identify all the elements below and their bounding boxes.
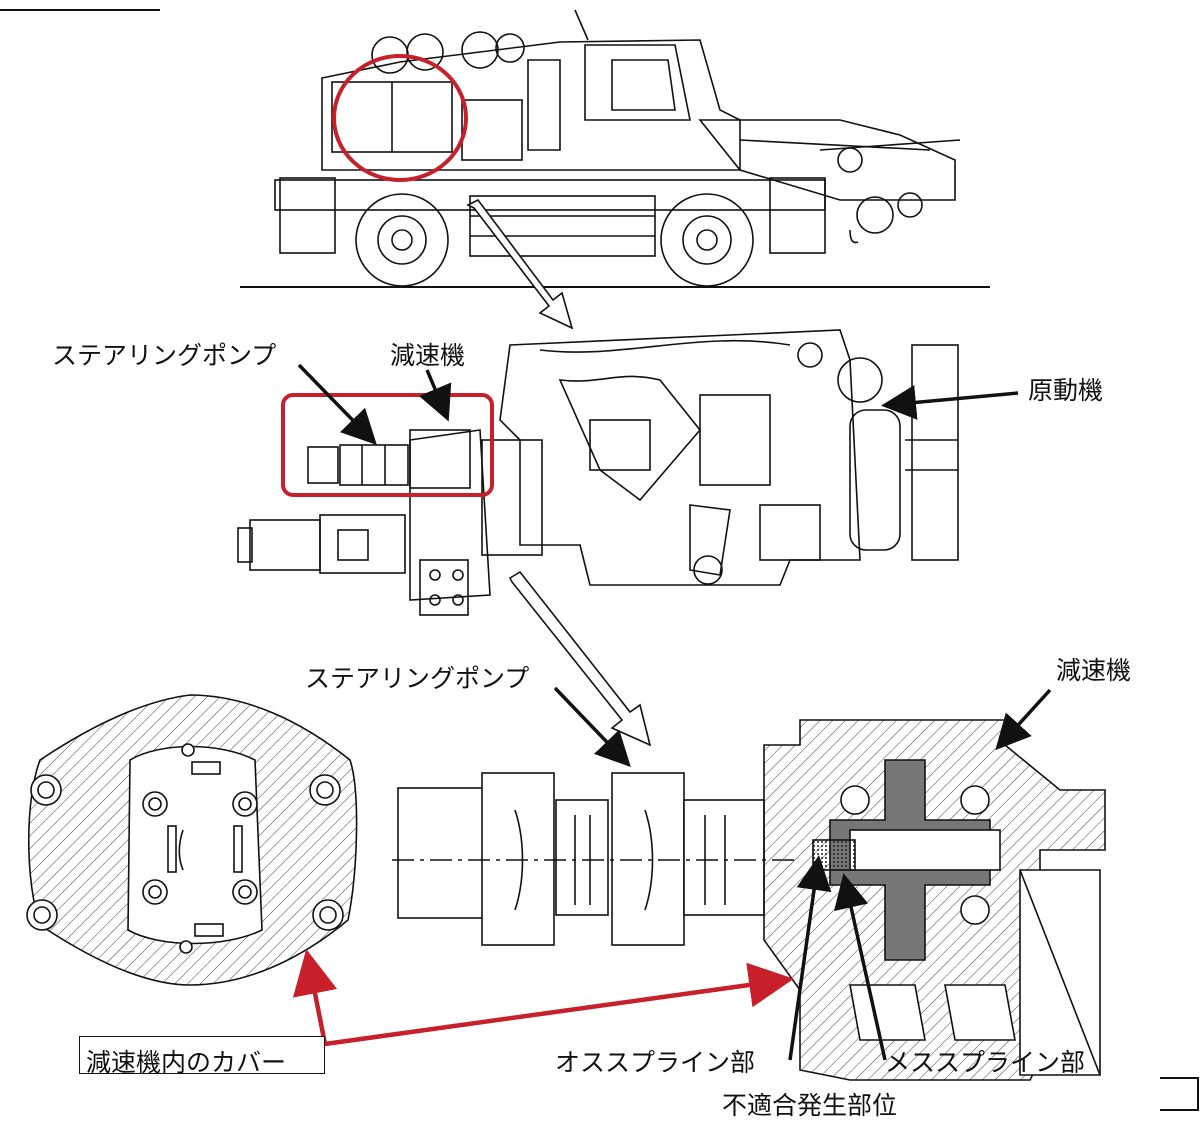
cover-section <box>26 694 358 986</box>
highlight-circle <box>332 54 468 182</box>
cover-pointer-arrows <box>292 949 794 1047</box>
crane-side-view <box>240 9 990 288</box>
label-reducer-top: 減速機 <box>390 341 466 370</box>
label-reducer-bottom: 減速機 <box>1056 656 1132 685</box>
label-steering-pump-bottom: ステアリングポンプ <box>305 664 530 693</box>
label-defect-location: 不適合発生部位 <box>722 1091 898 1120</box>
label-steering-pump-top: ステアリングポンプ <box>52 341 277 370</box>
hollow-arrow-lower <box>508 570 652 747</box>
crop-marks <box>0 9 1199 1111</box>
label-male-spline: オススプライン部 <box>555 1048 756 1077</box>
engine-assembly <box>237 329 959 616</box>
label-prime-mover: 原動機 <box>1028 376 1104 405</box>
label-cover-in-reducer: 減速機内のカバー <box>79 1036 325 1077</box>
label-female-spline: メススプライン部 <box>885 1048 1086 1077</box>
pointer-lines <box>297 363 1052 1061</box>
hollow-arrow-upper <box>466 198 574 330</box>
highlight-box <box>281 393 494 497</box>
pump-reducer-section <box>392 719 1106 1081</box>
